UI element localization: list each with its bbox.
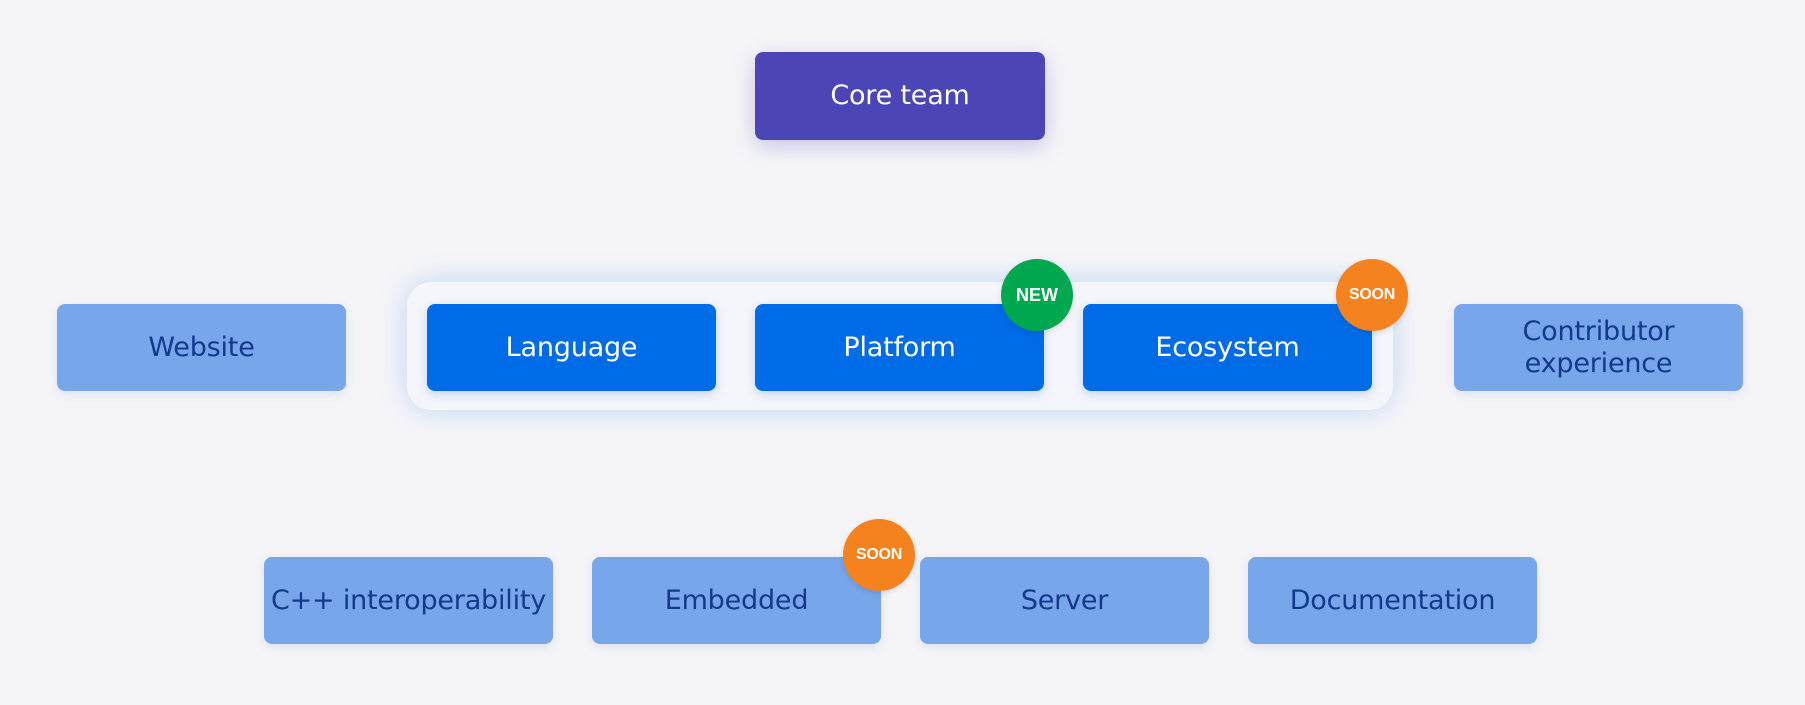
cpp-interoperability-label: C++ interoperability [270,584,547,616]
server-node: Server [920,557,1209,644]
embedded-node: Embedded [592,557,881,644]
platform-label: Platform [843,331,956,363]
platform-badge-label: NEW [1016,284,1058,305]
documentation-node: Documentation [1248,557,1537,644]
server-label: Server [1020,584,1109,616]
new-badge: NEW [1001,259,1073,331]
soon-badge: SOON [1336,259,1408,331]
ecosystem-node: Ecosystem [1083,304,1372,391]
website-label: Website [148,331,255,363]
soon-badge: SOON [843,519,915,591]
language-node: Language [427,304,716,391]
documentation-label: Documentation [1289,584,1496,616]
embedded-badge-label: SOON [856,546,902,563]
embedded-label: Embedded [664,584,809,616]
cpp-interoperability-node: C++ interoperability [264,557,553,644]
ecosystem-badge-label: SOON [1349,286,1395,303]
language-label: Language [505,331,638,363]
website-node: Website [57,304,346,391]
ecosystem-label: Ecosystem [1155,331,1300,363]
core-team-node: Core team [755,52,1045,140]
core-team-label: Core team [830,80,970,111]
contributor-experience-node: Contributor experience [1454,304,1743,391]
platform-node: Platform [755,304,1044,391]
contributor-experience-label: Contributor experience [1522,315,1675,379]
